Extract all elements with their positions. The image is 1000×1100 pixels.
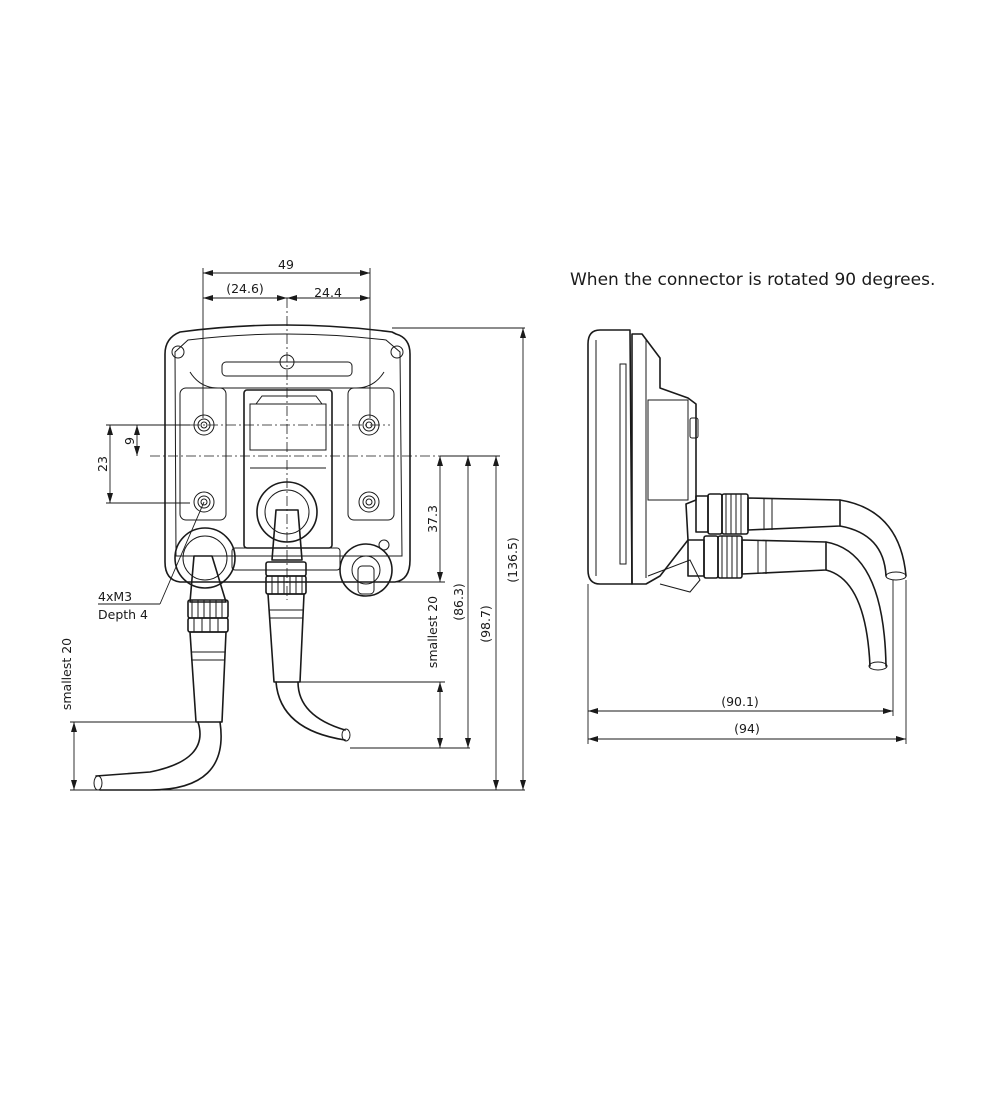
- center-connector: [265, 509, 307, 683]
- dim-width: 49: [278, 257, 294, 272]
- arrow-136-t: [520, 328, 526, 338]
- mount-hole-br: [358, 491, 380, 513]
- side-view: When the connector is rotated 90 degrees…: [570, 270, 935, 744]
- dim-hole-offset: 9: [122, 437, 137, 445]
- dim-total-height: (136.5): [505, 537, 520, 583]
- corner-screw-tl: [171, 345, 185, 359]
- arrow-9-b: [134, 446, 140, 456]
- caption: When the connector is rotated 90 degrees…: [570, 270, 935, 290]
- dim-86: (86.3): [451, 583, 466, 621]
- dim-hole-spacing: 23: [95, 456, 110, 472]
- dim-half-right: 24.4: [314, 285, 342, 300]
- side-upper-cable: [839, 499, 907, 577]
- arrow-half-l: [203, 295, 213, 301]
- side-lower-bracket: [647, 559, 701, 593]
- side-upper-connector: [695, 493, 841, 535]
- center-cable-end: [341, 728, 351, 742]
- front-view: 49 (24.6) 24.4 9 23 37.3 smallest 20: [59, 257, 526, 791]
- left-cable-end: [93, 775, 103, 791]
- arrow-23-t: [107, 425, 113, 435]
- dim-bend-min-right: smallest 20: [425, 596, 440, 668]
- knob-small-screw: [378, 539, 390, 551]
- arrow-bend-right-t: [437, 682, 443, 692]
- arrow-94-r: [896, 736, 906, 742]
- arrow-bend-right-b: [437, 738, 443, 748]
- left-connector-inner: [182, 535, 228, 581]
- housing-inner-rim: [174, 333, 403, 557]
- left-connector-boss: [174, 527, 236, 589]
- side-upper-cable-end: [885, 571, 907, 581]
- dim-bend-min-left: smallest 20: [59, 638, 74, 710]
- dim-depth-inner: (90.1): [721, 694, 759, 709]
- arrow-half-mr: [287, 295, 297, 301]
- window-lens: [249, 403, 327, 451]
- arrow-width-l: [203, 270, 213, 276]
- side-window: [647, 399, 689, 501]
- adjust-knob-shaft: [357, 565, 375, 595]
- arrow-width-r: [360, 270, 370, 276]
- center-cable: [275, 681, 346, 741]
- left-connector: [187, 555, 229, 723]
- callout-depth: Depth 4: [98, 607, 148, 622]
- side-cover-slot: [619, 363, 627, 565]
- housing-outline: [164, 324, 411, 583]
- side-lower-cable: [825, 541, 887, 667]
- dim-depth-outer: (94): [734, 721, 760, 736]
- callout-thread: 4xM3: [98, 589, 132, 604]
- corner-screw-tr: [390, 345, 404, 359]
- dim-98: (98.7): [478, 605, 493, 643]
- mount-hole-bl: [193, 491, 215, 513]
- left-cable: [95, 721, 222, 791]
- arrow-90-r: [883, 708, 893, 714]
- side-small-tab: [689, 417, 699, 439]
- arrow-98-t: [493, 456, 499, 466]
- arrow-half-r: [360, 295, 370, 301]
- side-lower-cable-end: [868, 661, 888, 671]
- arrow-86-b: [465, 738, 471, 748]
- arrow-bend-left-t: [71, 722, 77, 732]
- arrow-37-b: [437, 572, 443, 582]
- adjust-knob-inner: [351, 555, 381, 585]
- window-lens-top: [255, 395, 323, 405]
- dim-half-left: (24.6): [226, 281, 264, 296]
- center-window: [243, 389, 333, 549]
- adjust-knob: [339, 543, 393, 597]
- arrow-half-ml: [277, 295, 287, 301]
- callout-leader-diag: [159, 501, 205, 605]
- arrow-9-t: [134, 425, 140, 435]
- arrow-136-b: [520, 780, 526, 790]
- bottom-bracket: [231, 547, 341, 571]
- arrow-86-t: [465, 456, 471, 466]
- arrow-37-t: [437, 456, 443, 466]
- side-body: [631, 333, 697, 585]
- side-lower-connector: [687, 535, 827, 579]
- arrow-90-l: [588, 708, 598, 714]
- arrow-bend-left-b: [71, 780, 77, 790]
- dim-center-to-bottom: 37.3: [425, 505, 440, 533]
- arrow-23-b: [107, 493, 113, 503]
- side-front-cover: [587, 329, 633, 585]
- right-rail: [347, 387, 395, 521]
- arrow-94-l: [588, 736, 598, 742]
- arrow-98-b: [493, 780, 499, 790]
